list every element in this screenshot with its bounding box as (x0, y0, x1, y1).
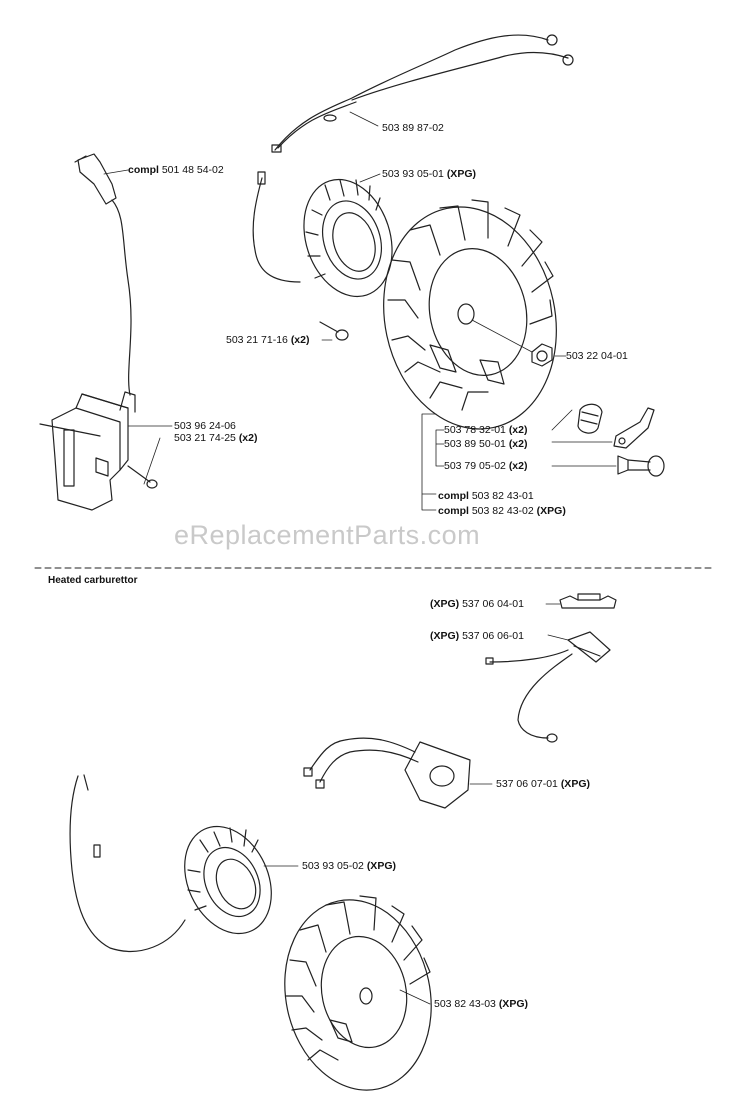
callout-501-48-54-02[interactable]: compl 501 48 54-02 (128, 164, 224, 176)
heater-element-part (486, 632, 610, 742)
callout-537-06-04-01[interactable]: (XPG) 537 06 04-01 (430, 598, 524, 610)
callout-503-82-43-01[interactable]: compl 503 82 43-01 (438, 490, 534, 502)
section-heading-heated-carburettor: Heated carburettor (48, 575, 138, 586)
callout-503-22-04-01[interactable]: 503 22 04-01 (566, 350, 628, 362)
bolt-part (618, 456, 664, 476)
ignition-module-part (40, 392, 157, 510)
stator-wire (253, 178, 300, 282)
spring-part (578, 404, 602, 433)
pawl-part (614, 408, 654, 448)
callout-537-06-06-01[interactable]: (XPG) 537 06 06-01 (430, 630, 524, 642)
screw-part (320, 322, 348, 340)
stator-wire-bottom (70, 776, 185, 951)
nut-part (532, 344, 552, 366)
callout-503-82-43-03[interactable]: 503 82 43-03 (XPG) (434, 998, 528, 1010)
callout-503-89-87-02[interactable]: 503 89 87-02 (382, 122, 444, 134)
callout-503-79-05-02[interactable]: 503 79 05-02 (x2) (444, 460, 528, 472)
callout-503-82-43-02[interactable]: compl 503 82 43-02 (XPG) (438, 505, 566, 517)
wire-harness-part (272, 35, 573, 152)
callout-503-93-05-02[interactable]: 503 93 05-02 (XPG) (302, 860, 396, 872)
callout-503-21-74-25[interactable]: 503 21 74-25 (x2) (174, 432, 258, 444)
callout-503-89-50-01[interactable]: 503 89 50-01 (x2) (444, 438, 528, 450)
watermark-text: eReplacementParts.com (174, 520, 481, 550)
terminal-icon (258, 172, 265, 184)
callout-503-96-24-06[interactable]: 503 96 24-06 (174, 420, 236, 432)
flywheel-part (364, 191, 577, 445)
callout-503-21-71-16[interactable]: 503 21 71-16 (x2) (226, 334, 310, 346)
gasket-part (304, 738, 470, 808)
stator-coil-part (290, 168, 407, 308)
spark-plug-cap-part (75, 154, 131, 395)
stator-coil-part-bottom (168, 812, 288, 947)
bracket-part (560, 594, 616, 608)
callout-537-06-07-01[interactable]: 537 06 07-01 (XPG) (496, 778, 590, 790)
flywheel-part-bottom (268, 886, 449, 1104)
callout-503-93-05-01[interactable]: 503 93 05-01 (XPG) (382, 168, 476, 180)
callout-503-78-32-01[interactable]: 503 78 32-01 (x2) (444, 424, 528, 436)
